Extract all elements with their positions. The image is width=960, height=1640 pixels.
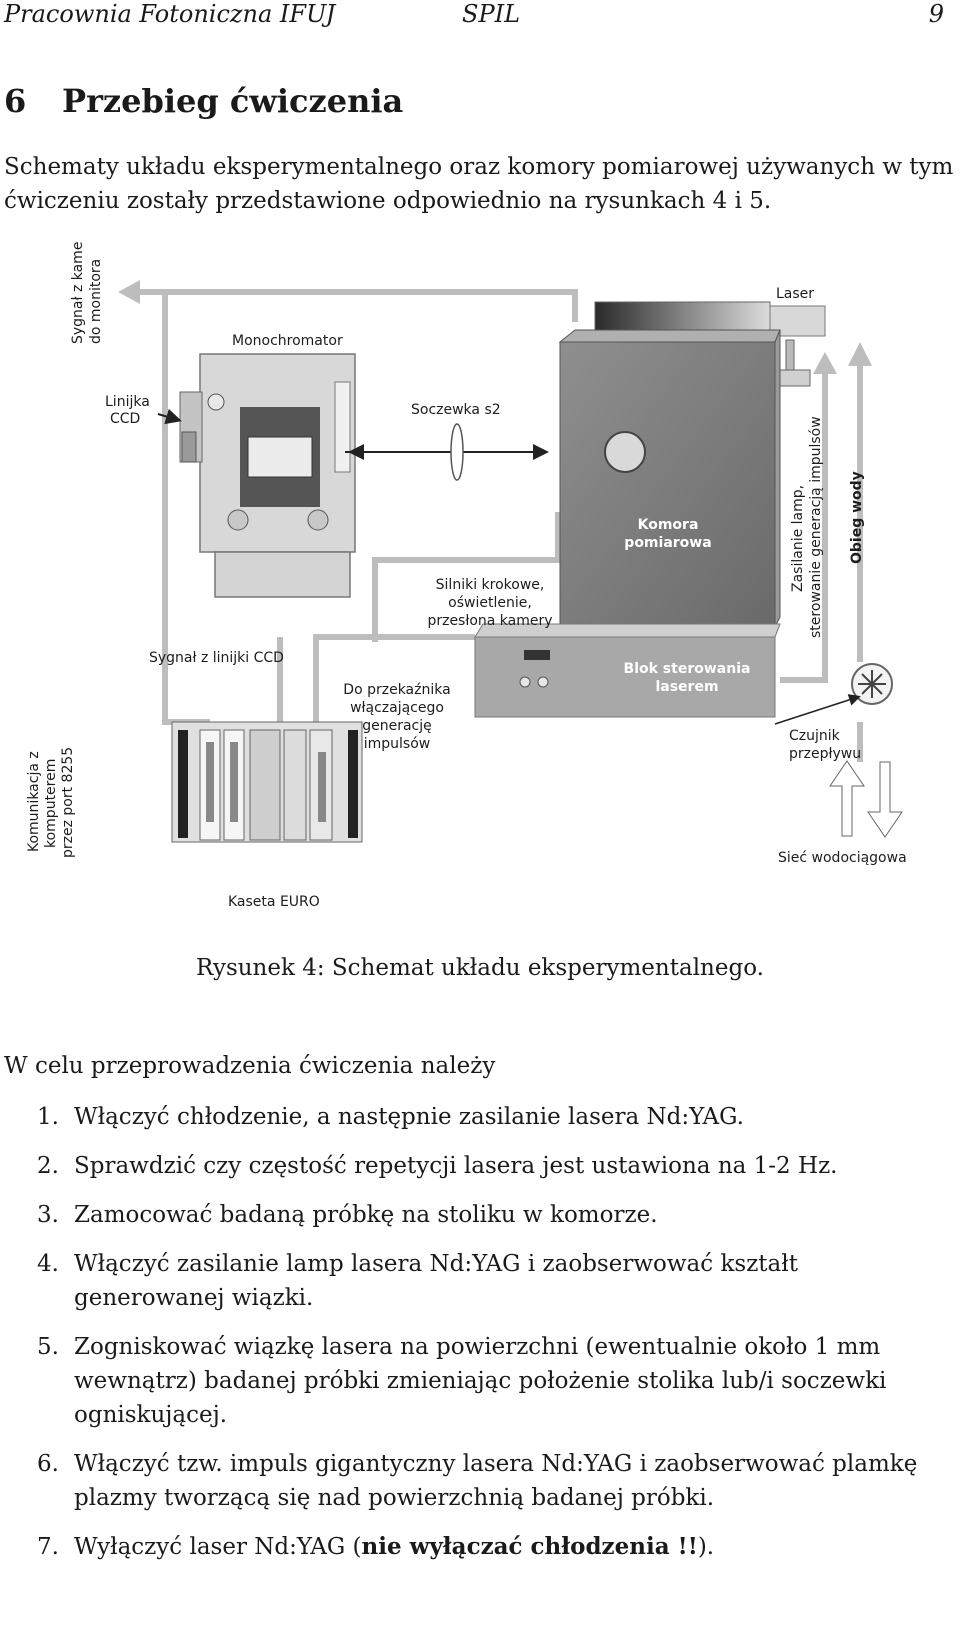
step-3: 3. Zamocować badaną próbkę na stoliku w k…	[0, 1198, 950, 1232]
monochromator	[179, 353, 356, 598]
step-1: 1. Włączyć chłodzenie, a następnie zasila…	[0, 1100, 950, 1134]
step-text: Włączyć zasilanie lamp lasera Nd:YAG i z…	[74, 1251, 798, 1311]
step-text: Sprawdzić czy częstość repetycji lasera …	[74, 1153, 838, 1179]
step-marker: 5.	[37, 1334, 59, 1360]
step-text: Zamocować badaną próbkę na stoliku w kom…	[74, 1202, 658, 1228]
step-text-after: ).	[697, 1534, 715, 1560]
comm-label-line3: przez port 8255	[60, 747, 76, 858]
step-warning: nie wyłączać chłodzenia !!	[361, 1533, 698, 1560]
step-text: Włączyć chłodzenie, a następnie zasilani…	[74, 1104, 744, 1130]
step-7: 7. Wyłączyć laser Nd:YAG (nie wyłączać ch…	[0, 1530, 950, 1564]
euro-cassette	[171, 721, 363, 843]
control-label-line2: laserem	[655, 679, 718, 695]
sensor-label-line1: Czujnik	[789, 728, 841, 744]
relay-label-line4: impulsów	[364, 736, 431, 752]
laser-label: Laser	[776, 286, 814, 302]
ccd-signal-label: Sygnał z linijki CCD	[149, 650, 284, 666]
water-mains-arrows	[829, 760, 903, 838]
water-loop-label: Obieg wody	[849, 471, 865, 564]
motors-label-line1: Silniki krokowe,	[436, 577, 545, 593]
step-marker: 3.	[37, 1202, 59, 1228]
measurement-chamber	[558, 329, 781, 628]
experimental-setup-figure: Komora pomiarowa Blok sterowania laserem	[0, 242, 960, 912]
relay-label-line1: Do przekaźnika	[343, 682, 450, 698]
chamber-label-line2: pomiarowa	[624, 535, 711, 551]
intro-paragraph: Schematy układu eksperymentalnego oraz k…	[4, 154, 954, 214]
page-header: Pracownia Fotoniczna IFUJ SPIL 9	[0, 0, 960, 34]
comm-label-line1: Komunikacja z	[26, 751, 42, 852]
sensor-pointer-arrow	[774, 694, 861, 725]
procedure-lead: W celu przeprowadzenia ćwiczenia należy	[4, 1053, 496, 1079]
setup-diagram: Komora pomiarowa Blok sterowania laserem	[26, 242, 907, 910]
step-4: 4. Włączyć zasilanie lamp lasera Nd:YAG i…	[0, 1247, 950, 1315]
power-label-line2: sterowanie generacją impulsów	[808, 416, 824, 638]
mains-label: Sieć wodociągowa	[778, 850, 907, 866]
sensor-label-line2: przepływu	[789, 746, 861, 762]
step-marker: 7.	[37, 1534, 59, 1560]
section-number: 6	[4, 82, 27, 120]
power-label-line1: Zasilanie lamp,	[790, 485, 806, 592]
step-marker: 2.	[37, 1153, 59, 1179]
ccd-label-line1: Linijka	[105, 394, 150, 410]
step-5: 5. Zogniskować wiązkę lasera na powierzch…	[0, 1330, 950, 1432]
step-text-before: Wyłączyć laser Nd:YAG (	[74, 1534, 362, 1560]
camera-signal-arrow-head	[118, 280, 140, 304]
camera-signal-label-line1: Sygnał z kamery	[70, 242, 86, 344]
header-page-number: 9	[928, 0, 944, 28]
header-short-title: SPIL	[462, 0, 521, 28]
comm-label-line2: komputerem	[43, 759, 59, 848]
step-text: Włączyć tzw. impuls gigantyczny lasera N…	[74, 1451, 918, 1511]
monochromator-label: Monochromator	[232, 333, 343, 349]
water-arrow-head	[848, 342, 872, 366]
relay-label-line3: generację	[362, 718, 432, 734]
relay-label-line2: włączającego	[350, 700, 444, 716]
laser-beam-pipe	[785, 339, 795, 373]
ccd-label-line2: CCD	[110, 411, 140, 427]
lens-s2	[345, 423, 549, 481]
lens-label: Soczewka s2	[411, 402, 501, 418]
step-text: Zogniskować wiązkę lasera na powierzchni…	[74, 1334, 887, 1428]
motors-label-line3: przesłona kamery	[427, 613, 552, 629]
ccd-pointer-arrow	[157, 408, 182, 425]
step-marker: 4.	[37, 1251, 59, 1277]
camera-signal-label-line2: do monitora	[88, 259, 104, 344]
step-2: 2. Sprawdzić czy częstość repetycji laser…	[0, 1149, 950, 1183]
section-title: Przebieg ćwiczenia	[62, 82, 404, 120]
header-course: Pracownia Fotoniczna IFUJ	[4, 0, 336, 28]
step-marker: 1.	[37, 1104, 59, 1130]
figure-caption: Rysunek 4: Schemat układu eksperymentaln…	[196, 955, 764, 981]
motors-label-line2: oświetlenie,	[448, 595, 532, 611]
euro-label: Kaseta EURO	[228, 894, 320, 910]
section-heading: 6 Przebieg ćwiczenia	[4, 82, 403, 120]
flow-sensor	[851, 663, 893, 705]
chamber-label-line1: Komora	[638, 517, 699, 533]
power-arrow-head	[813, 352, 837, 374]
laser-control-block	[474, 623, 781, 718]
step-marker: 6.	[37, 1451, 59, 1477]
step-6: 6. Włączyć tzw. impuls gigantyczny lasera…	[0, 1447, 950, 1515]
control-label-line1: Blok sterowania	[624, 661, 751, 677]
procedure-steps: 1. Włączyć chłodzenie, a następnie zasila…	[0, 1100, 960, 1579]
